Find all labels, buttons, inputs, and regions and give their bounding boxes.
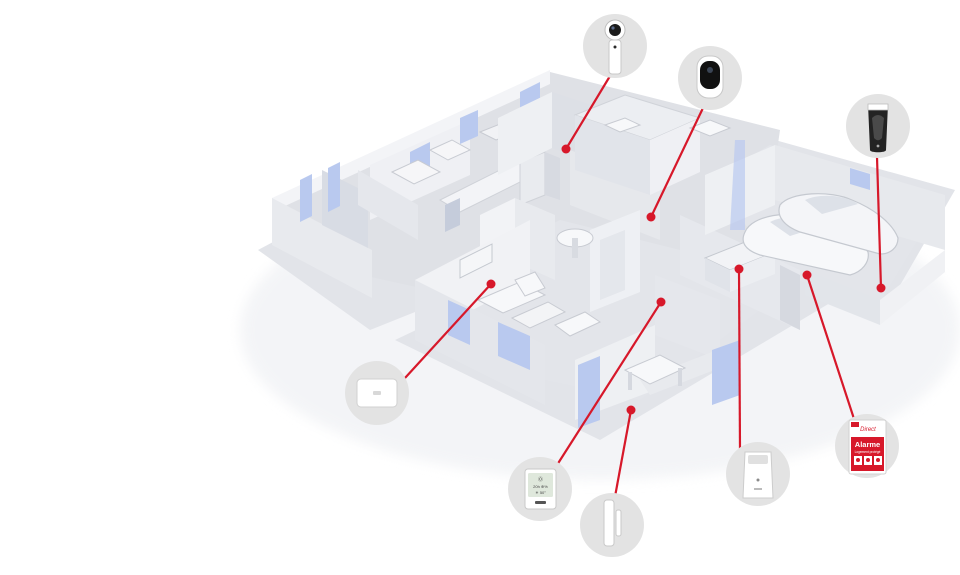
car-back-window [805,195,858,214]
wall-left-end [272,198,372,298]
sticker-icon: Direct Alarme Logement protégé [848,419,887,475]
connector-indoor-camera [565,75,611,150]
bathroom-wall-side [650,118,700,195]
keypad-screen-line1: Ⓞ [538,476,543,483]
connector-dots [486,144,886,415]
window-door [578,356,600,428]
device-indoor-camera[interactable] [583,14,647,78]
dot-siren [486,279,496,289]
kitchen-cabinet [445,198,460,232]
wall-interior [498,92,552,175]
table-leg [572,238,578,258]
fridge-side [545,152,560,200]
hub-icon [742,451,774,499]
wall-garage-front [805,270,880,325]
bed [428,139,472,161]
device-door-sensor[interactable] [580,493,644,557]
dot-indoor-camera [561,144,571,154]
connector-siren [404,283,492,379]
dresser-front [705,258,730,292]
window [850,168,870,190]
wall-shadow [780,265,800,330]
window [448,300,470,345]
coffee-table [510,301,567,329]
bathtub [603,117,642,133]
dining-table [623,354,687,385]
device-siren[interactable] [345,361,409,425]
dot-outdoor-camera [646,212,656,222]
car-back [778,193,899,255]
window [328,162,340,212]
armchair [514,271,546,297]
keypad-screen-line3: ☀ 50° [535,490,546,495]
device-alarm-sticker[interactable]: Direct Alarme Logement protégé [835,414,899,478]
wall-dining-back [655,275,720,360]
connector-lines [404,75,883,503]
sink [688,119,732,137]
camera-stand-icon [604,19,626,75]
sticker-brand: Direct [860,427,876,433]
window [498,322,530,370]
dot-alarm-sticker [802,270,812,280]
tv-screen [459,243,493,279]
dot-motion-detector [876,283,886,293]
siren-icon [356,378,398,408]
dot-hub [734,264,744,274]
device-hub[interactable] [726,442,790,506]
device-keypad[interactable]: Ⓞ 20h ⊕% ☀ 50° [508,457,572,521]
wall-garage-back [775,145,945,250]
door-sensor-icon [603,499,622,547]
dot-keypad [656,297,666,307]
bathroom-wall [575,115,650,195]
window [300,174,312,222]
sticker-subtitle: Logement protégé [855,450,881,454]
table-leg [678,368,682,386]
table-leg [628,372,632,390]
dot-door-sensor [626,405,636,415]
connector-keypad [556,301,662,466]
window [730,140,745,230]
connector-alarm-sticker [805,274,859,429]
window [460,110,478,144]
armchair [554,311,602,337]
motion-sensor-icon [867,103,889,153]
connector-motion-detector [875,156,883,289]
bed [390,159,442,185]
camera-dome-icon [696,55,724,99]
keypad-screen-line2: 20h ⊕% [533,484,548,489]
sticker-title: Alarme [855,440,880,449]
wall-garage-right [880,250,945,325]
wall-back-left [272,70,550,212]
keypad-icon: Ⓞ 20h ⊕% ☀ 50° [524,468,557,510]
connector-door-sensor [612,409,633,503]
device-outdoor-camera[interactable] [678,46,742,110]
window [712,340,740,405]
connector-outdoor-camera [650,107,704,218]
device-motion-detector[interactable] [846,94,910,158]
door-panel [600,230,625,300]
dresser-side [730,252,775,292]
connector-hub [737,268,742,451]
wall-bedroom-divider [358,170,418,240]
wall-living-left [415,280,545,405]
